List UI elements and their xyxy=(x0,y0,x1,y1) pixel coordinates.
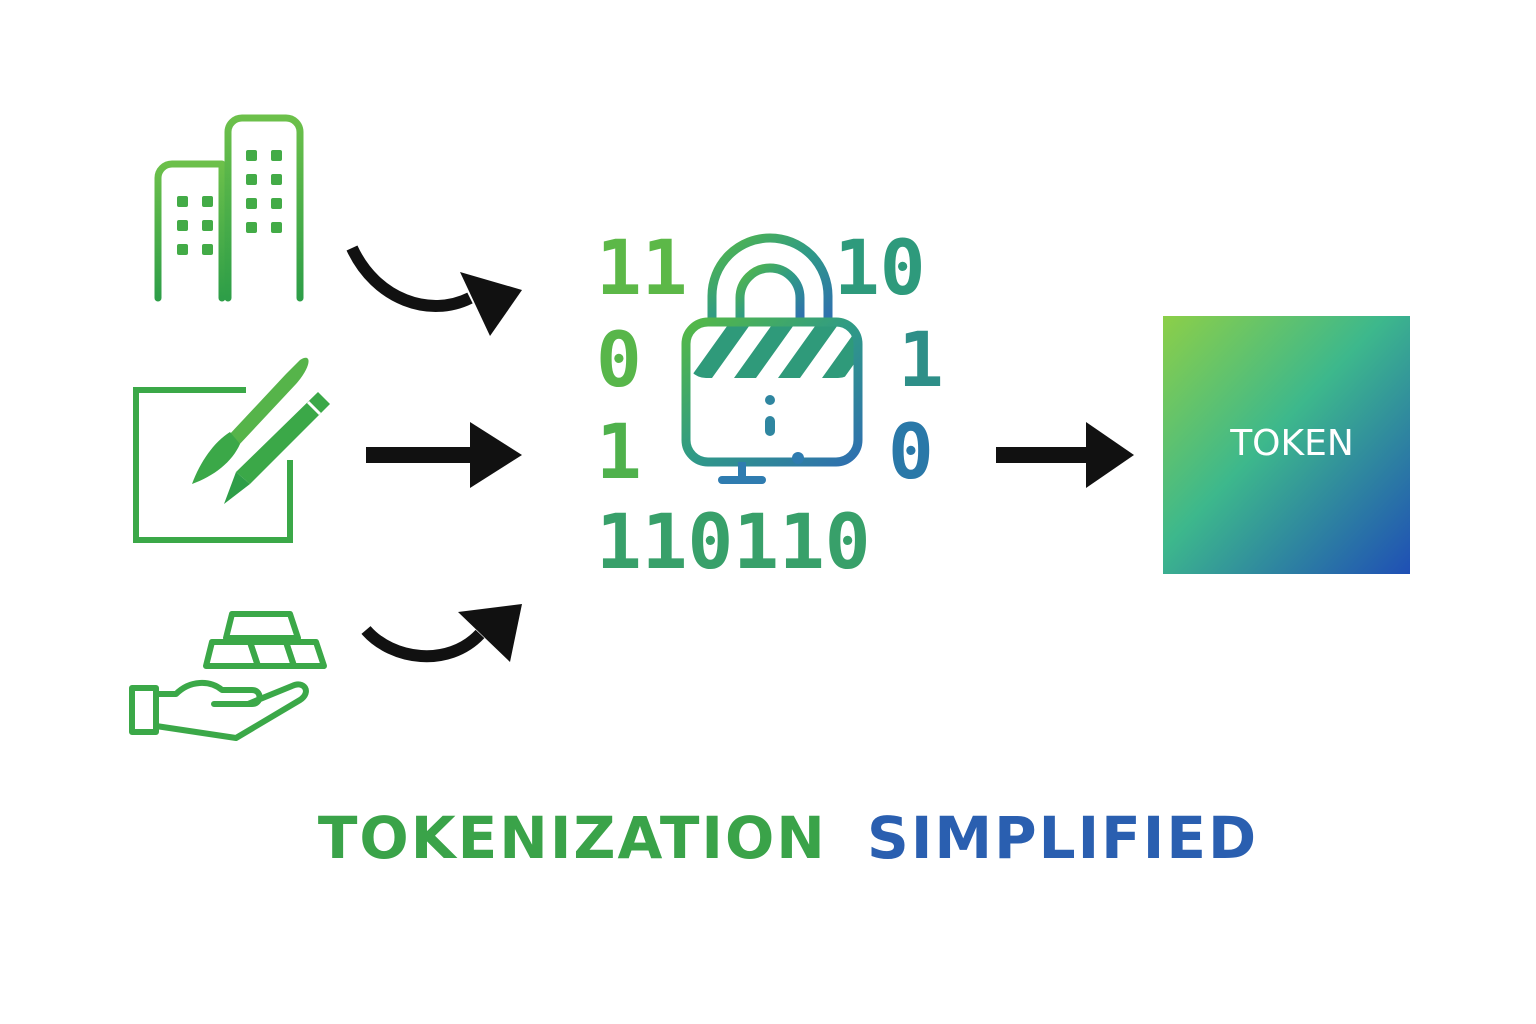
caption-word-tokenization: TOKENIZATION xyxy=(318,804,827,872)
arrow-top xyxy=(346,245,522,336)
binary-row-4-text: 110110 xyxy=(596,497,871,586)
arrow-to-token xyxy=(996,422,1134,488)
buildings-icon xyxy=(140,114,318,302)
binary-row-2-left: 0 xyxy=(596,315,642,404)
binary-row-1-left: 11 xyxy=(596,223,688,312)
caption-word-simplified: SIMPLIFIED xyxy=(867,804,1258,872)
arrow-bottom xyxy=(361,604,522,663)
binary-row-1-right: 10 xyxy=(834,223,926,312)
binary-row-2-right: 1 xyxy=(898,315,944,404)
binary-data: 11 10 0 1 1 0 110110 xyxy=(596,223,944,586)
gold-bars-hand-icon xyxy=(129,611,327,741)
token-box: TOKEN xyxy=(1163,316,1410,574)
padlock-icon xyxy=(681,232,863,484)
binary-row-3-left: 1 xyxy=(596,407,642,496)
token-label: TOKEN xyxy=(1229,423,1354,464)
binary-row-3-right: 0 xyxy=(888,407,934,496)
arrow-middle xyxy=(366,422,522,488)
caption: TOKENIZATION SIMPLIFIED xyxy=(318,804,1258,872)
binary-row-4: 110110 xyxy=(596,497,871,586)
art-canvas-brush-pen-icon xyxy=(133,357,330,543)
